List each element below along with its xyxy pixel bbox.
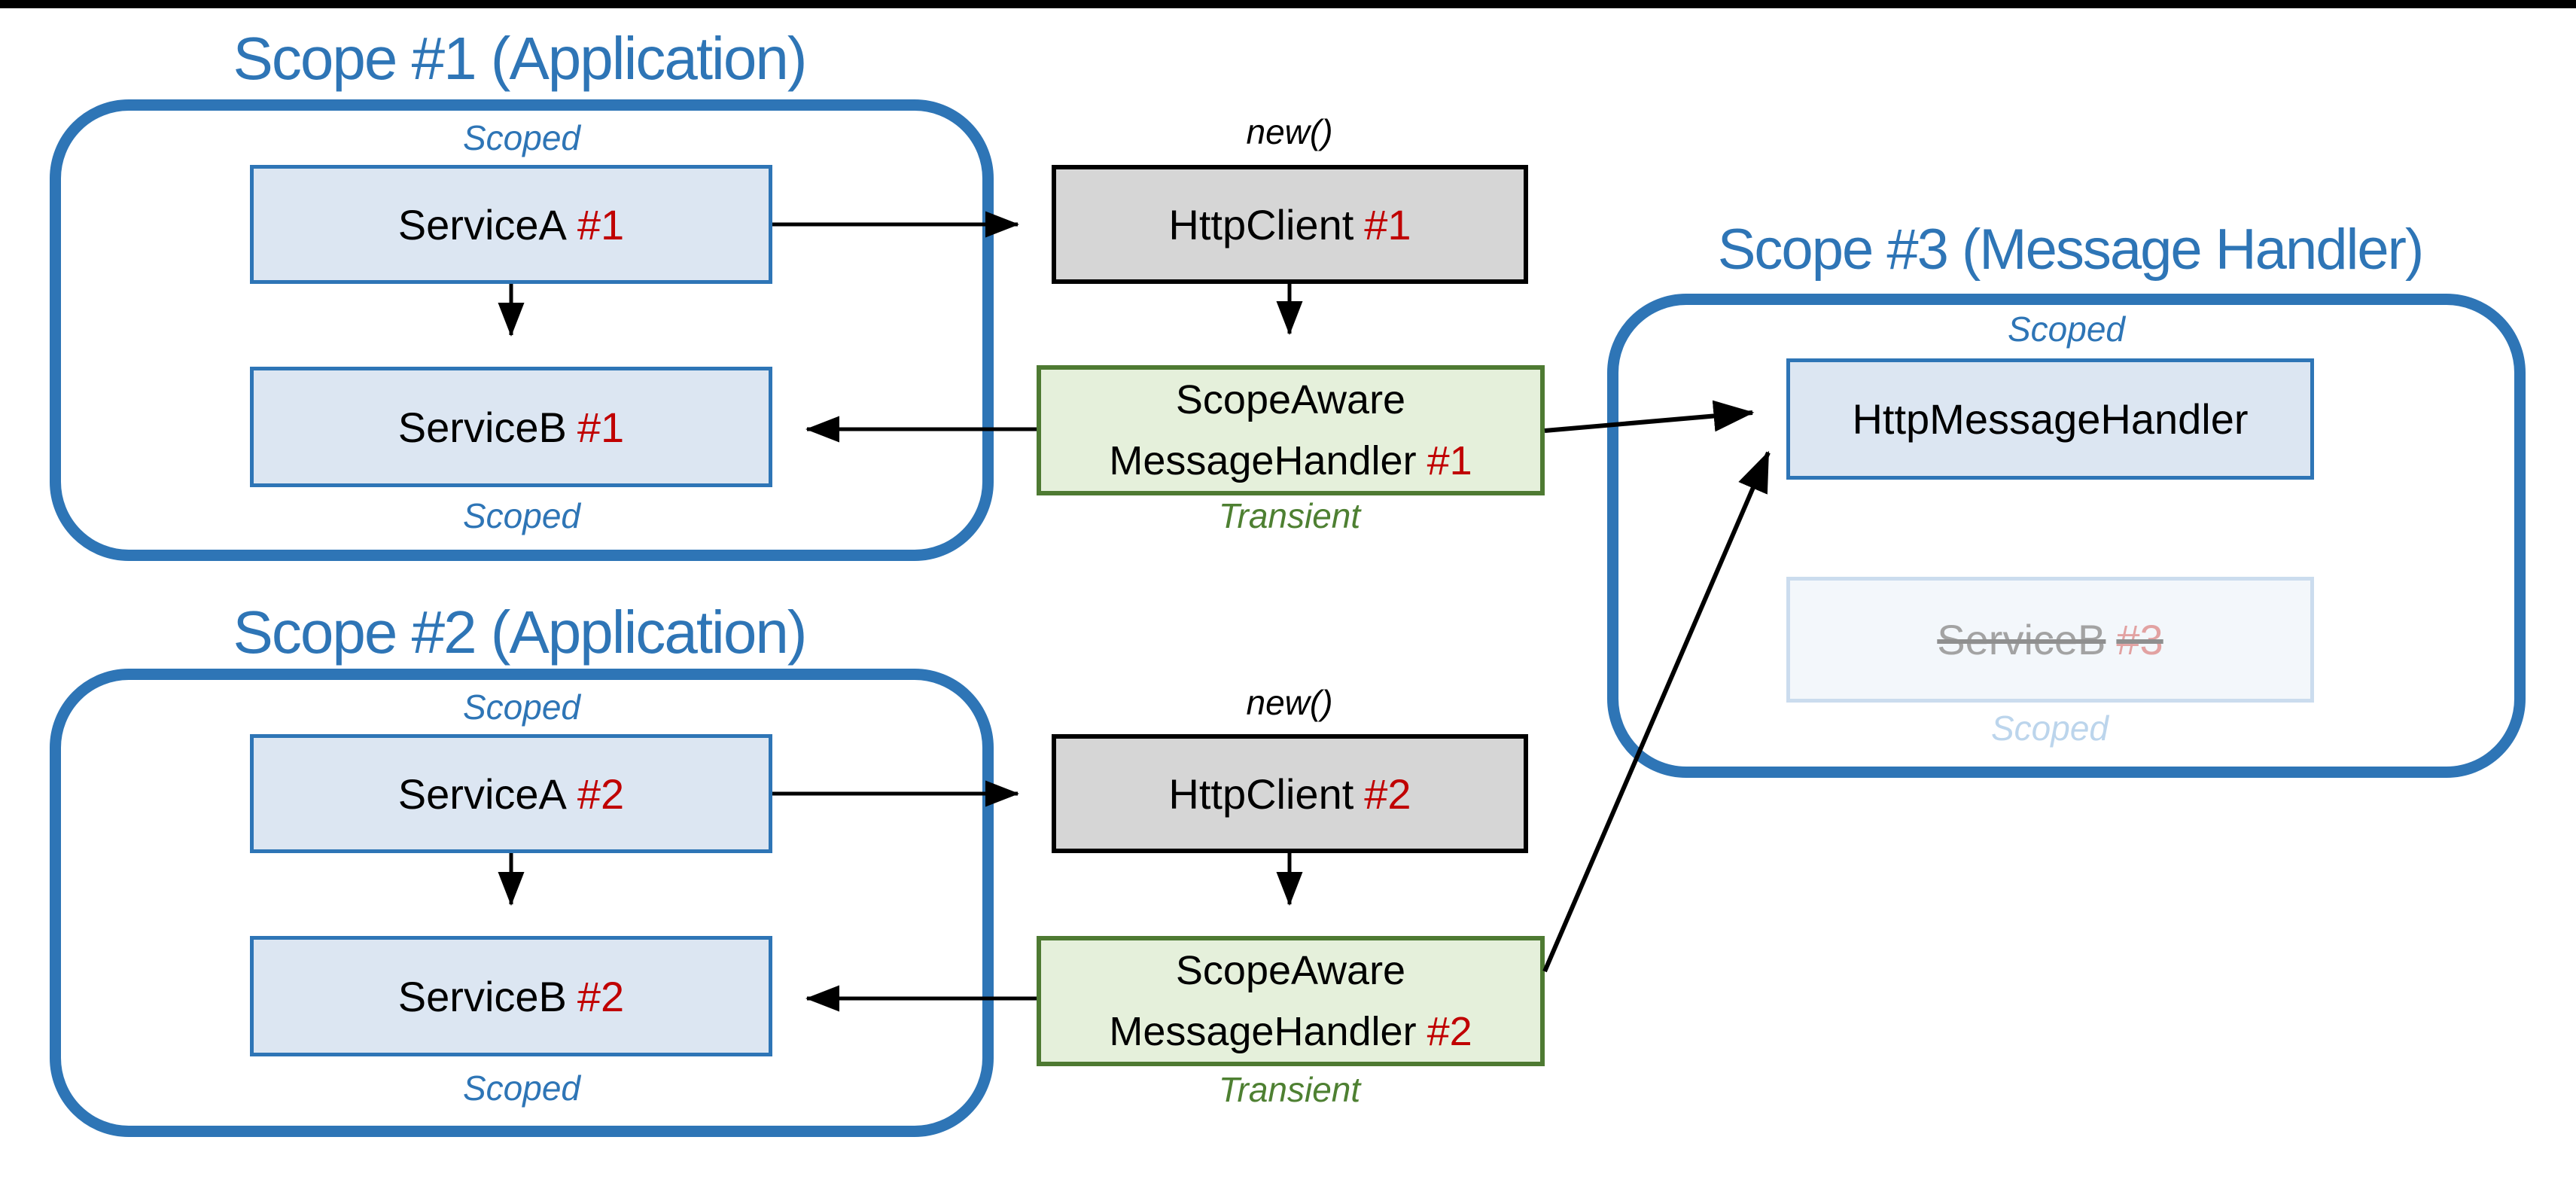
node-scopeAwareMessageHandler1: ScopeAware MessageHandler#1	[1037, 365, 1545, 495]
node-serviceB2: ServiceB#2	[250, 936, 772, 1056]
scope1-scoped-bottom-label: Scoped	[462, 496, 580, 535]
scope1-title: Scope #1 (Application)	[233, 25, 808, 92]
node-httpClient2: HttpClient#2	[1052, 734, 1528, 853]
node-handler2-label: ScopeAware MessageHandler#2	[1109, 947, 1472, 1054]
scope2-scoped-bottom-label: Scoped	[462, 1068, 580, 1108]
node-httpClient2-label: HttpClient#2	[1168, 770, 1411, 818]
httpClient1-new-annotation: new()	[1246, 112, 1333, 151]
httpClient2-new-annotation: new()	[1246, 683, 1333, 722]
node-serviceB3-disposed: ServiceB#3	[1786, 577, 2314, 703]
node-httpMessageHandler: HttpMessageHandler	[1786, 358, 2314, 480]
node-serviceB1: ServiceB#1	[250, 367, 772, 487]
handler1-transient-label: Transient	[1218, 496, 1361, 535]
node-serviceA1: ServiceA#1	[250, 165, 772, 284]
node-serviceB3-label: ServiceB#3	[1937, 616, 2163, 663]
scope2-title: Scope #2 (Application)	[233, 599, 808, 666]
scope2-boundary	[50, 669, 994, 1137]
node-httpClient1: HttpClient#1	[1052, 165, 1528, 284]
node-scopeAwareMessageHandler2: ScopeAware MessageHandler#2	[1037, 936, 1545, 1066]
node-serviceA1-label: ServiceA#1	[397, 200, 625, 248]
node-serviceA2-label: ServiceA#2	[397, 770, 625, 818]
node-handler1-label: ScopeAware MessageHandler#1	[1109, 376, 1472, 483]
scope2-scoped-top-label: Scoped	[462, 687, 580, 727]
node-httpClient1-label: HttpClient#1	[1168, 200, 1411, 248]
top-black-bar	[0, 0, 2576, 8]
node-httpMessageHandler-label: HttpMessageHandler	[1852, 395, 2249, 443]
node-serviceA2: ServiceA#2	[250, 734, 772, 853]
node-serviceB1-label: ServiceB#1	[397, 403, 625, 451]
scope1-boundary	[50, 99, 994, 561]
node-serviceB2-label: ServiceB#2	[397, 972, 625, 1020]
serviceB3-scoped-label: Scoped	[1990, 709, 2109, 748]
handler2-transient-label: Transient	[1218, 1070, 1361, 1109]
scope3-scoped-top-label: Scoped	[2007, 309, 2125, 349]
scope1-scoped-top-label: Scoped	[462, 118, 580, 157]
scope3-title: Scope #3 (Message Handler)	[1717, 218, 2425, 282]
